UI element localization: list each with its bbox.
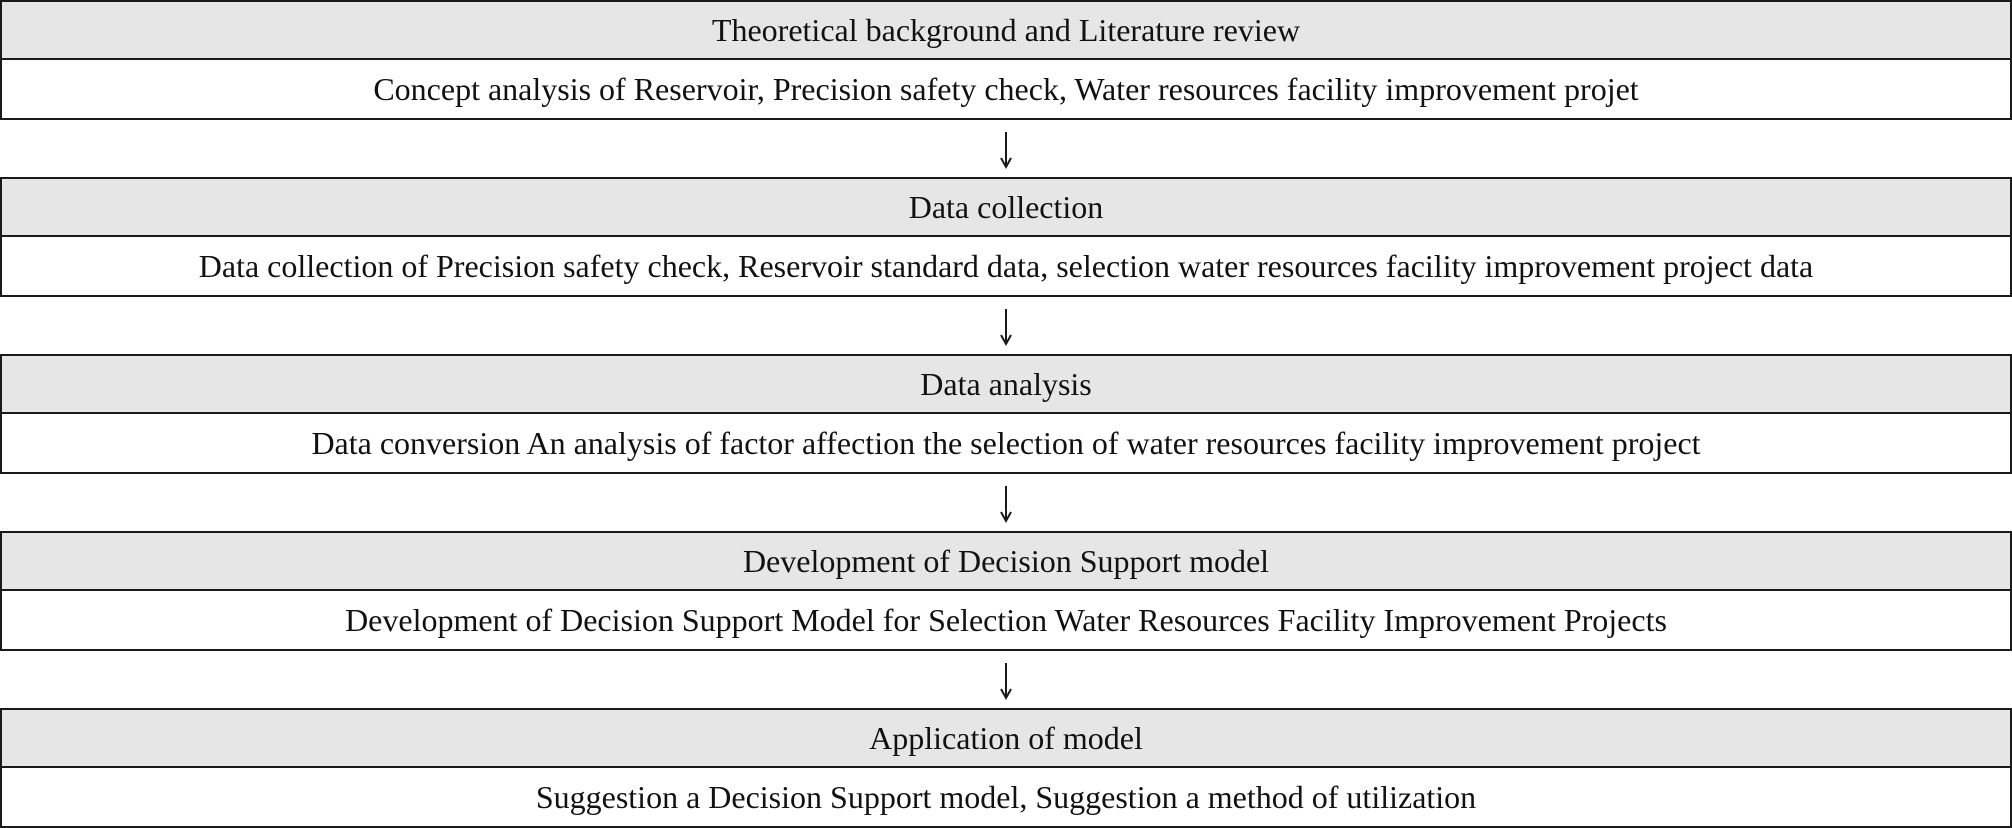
stage-2-title: Data collection (0, 177, 2012, 237)
stage-4-description: Development of Decision Support Model fo… (0, 589, 2012, 651)
stage-4: Development of Decision Support model De… (0, 531, 2012, 651)
down-arrow-icon (996, 651, 1016, 709)
stage-1-description: Concept analysis of Reservoir, Precision… (0, 58, 2012, 120)
stage-2-description: Data collection of Precision safety chec… (0, 235, 2012, 297)
stage-1: Theoretical background and Literature re… (0, 0, 2012, 120)
stage-3: Data analysis Data conversion An analysi… (0, 354, 2012, 474)
stage-4-title: Development of Decision Support model (0, 531, 2012, 591)
down-arrow-icon (996, 474, 1016, 532)
stage-1-title: Theoretical background and Literature re… (0, 0, 2012, 60)
stage-2: Data collection Data collection of Preci… (0, 177, 2012, 297)
stage-3-title: Data analysis (0, 354, 2012, 414)
stage-3-description: Data conversion An analysis of factor af… (0, 412, 2012, 474)
down-arrow-icon (996, 297, 1016, 355)
stage-5-description: Suggestion a Decision Support model, Sug… (0, 766, 2012, 828)
down-arrow-icon (996, 120, 1016, 178)
stage-5-title: Application of model (0, 708, 2012, 768)
stage-5: Application of model Suggestion a Decisi… (0, 708, 2012, 828)
